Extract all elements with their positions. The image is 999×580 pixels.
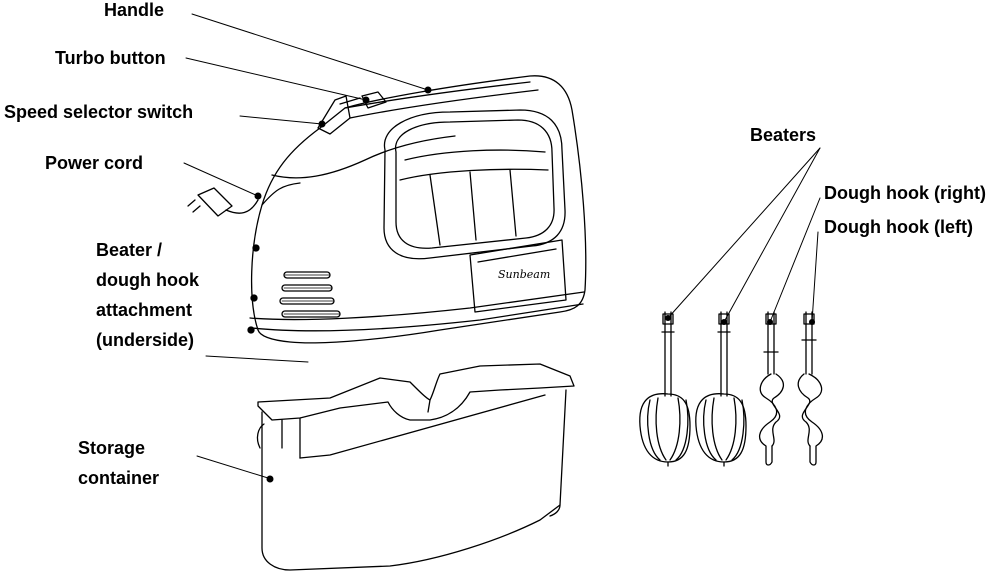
label-turbo-button: Turbo button [55,48,166,68]
beater-left-drawing [639,311,691,467]
label-power-cord: Power cord [45,153,144,173]
label-line: Storage [78,438,146,458]
dough-hook-left-drawing [797,311,823,466]
leader-dots [248,86,815,483]
beater-right-drawing [695,311,747,467]
label-line: (underside) [96,330,195,350]
label-beater-dough-hook-attachment: Beater / dough hook attachment (undersid… [96,235,199,355]
label-line: attachment [96,300,193,320]
storage-container-drawing [256,363,575,571]
label-line: Beater / [96,240,163,260]
dough-hook-right-drawing [759,311,784,466]
mixer-body: Sunbeam [187,75,587,344]
label-dough-hook-right: Dough hook (right) [824,183,986,203]
label-dough-hook-left: Dough hook (left) [824,217,973,237]
label-storage-container: Storage container [78,433,159,493]
label-line: dough hook [96,270,199,290]
label-line: container [78,468,160,488]
leader-lines [183,13,821,479]
label-handle: Handle [104,0,165,20]
svg-text:Sunbeam: Sunbeam [498,268,550,281]
label-speed-selector-switch: Speed selector switch [4,102,194,122]
label-beaters: Beaters [750,125,817,145]
